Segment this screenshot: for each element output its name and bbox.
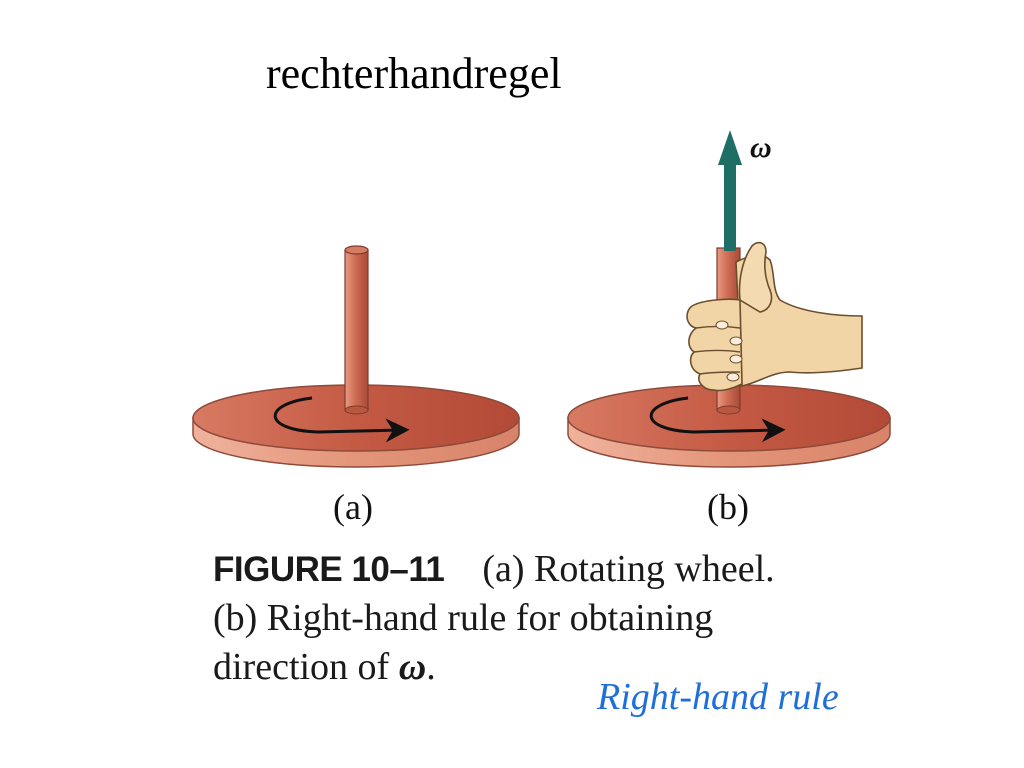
caption-text-3: direction of <box>213 646 399 688</box>
caption-period: . <box>426 646 436 688</box>
rotation-arrow-b <box>649 396 786 443</box>
panel-a-label: (a) <box>333 487 373 527</box>
axle-a <box>344 249 369 411</box>
wheel-a <box>192 245 520 468</box>
figure-number: FIGURE 10–11 <box>213 550 445 589</box>
omega-vector-label: ω <box>750 131 772 164</box>
figure-caption: FIGURE 10–11 (a) Rotating wheel. (b) Righ… <box>213 545 933 692</box>
figure-illustration: ω <box>192 130 891 468</box>
caption-line-1: FIGURE 10–11 (a) Rotating wheel. <box>213 545 933 594</box>
caption-line-3: direction of ω. <box>213 643 933 692</box>
slide-title: rechterhandregel <box>266 49 562 98</box>
right-hand-illustration <box>686 241 863 392</box>
caption-line-2: (b) Right-hand rule for obtaining <box>213 597 714 639</box>
axle-a-top <box>344 245 369 255</box>
rotation-arrow-a <box>273 396 410 443</box>
panel-b-label: (b) <box>707 487 749 527</box>
right-hand-rule-note: Right-hand rule <box>597 676 839 718</box>
caption-text-1: (a) Rotating wheel. <box>482 548 775 590</box>
omega-vector-arrow <box>718 130 742 251</box>
caption-omega-symbol: ω <box>398 646 427 688</box>
